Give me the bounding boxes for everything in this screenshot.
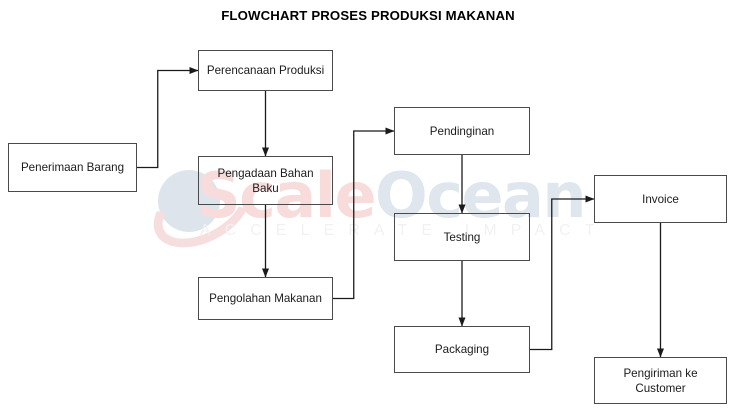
node-testing[interactable]: Testing (394, 213, 530, 261)
node-packaging[interactable]: Packaging (394, 326, 530, 373)
edge-packaging-to-invoice (530, 195, 595, 351)
node-label: Packaging (434, 343, 490, 356)
edge-pengolahan-to-pendinginan (333, 127, 395, 300)
edge-penerimaan-to-perencanaan (137, 67, 199, 169)
node-pendinginan[interactable]: Pendinginan (394, 107, 530, 155)
node-label: Perencanaan Produksi (206, 64, 325, 77)
node-invoice[interactable]: Invoice (594, 175, 727, 223)
node-label: Invoice (642, 192, 679, 206)
node-penerimaan-barang[interactable]: Penerimaan Barang (8, 143, 137, 192)
node-label: Pendinginan (429, 124, 495, 138)
chart-title: FLOWCHART PROSES PRODUKSI MAKANAN (221, 8, 515, 23)
node-label: Pengolahan Makanan (209, 292, 322, 305)
node-label: Pengiriman ke Customer (623, 366, 698, 395)
node-pengolahan-makanan[interactable]: Pengolahan Makanan (198, 277, 333, 320)
node-label: Penerimaan Barang (20, 161, 125, 174)
node-label: Testing (443, 230, 481, 244)
node-pengadaan-bahan-baku[interactable]: Pengadaan Bahan Baku (198, 156, 333, 205)
node-perencanaan-produksi[interactable]: Perencanaan Produksi (198, 50, 333, 91)
node-label: Pengadaan Bahan Baku (217, 166, 314, 195)
node-pengiriman-ke-customer[interactable]: Pengiriman ke Customer (594, 357, 727, 404)
